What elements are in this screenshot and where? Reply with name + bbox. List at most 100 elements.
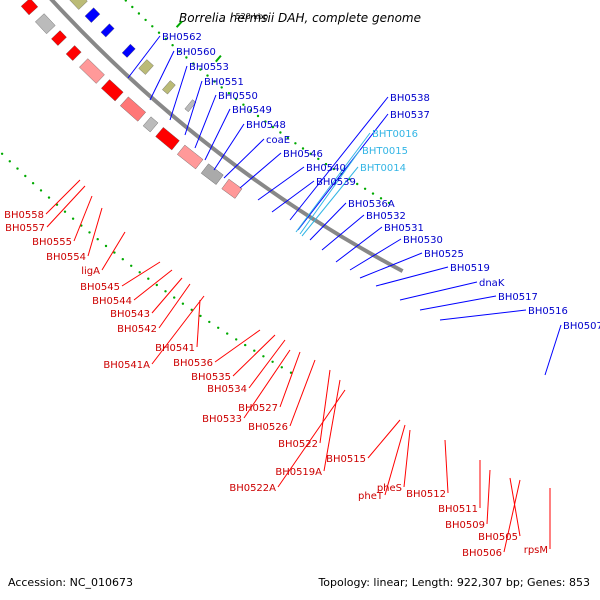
feature-label: BH0541 [155, 343, 195, 354]
inner-strand-features [69, 0, 197, 113]
gene-feature [142, 116, 159, 133]
scale-dot [213, 80, 216, 83]
scale-dot [208, 320, 211, 324]
scale-dot [0, 152, 4, 155]
feature-label: pheT [358, 491, 384, 502]
feature-label: BH0519 [450, 263, 490, 274]
scale-dot [262, 355, 265, 358]
feature-label: ligA [81, 266, 100, 277]
feature-label: BH0527 [238, 403, 278, 414]
leader-line [243, 349, 291, 419]
scale-dot [157, 31, 161, 34]
scale-dot [164, 37, 167, 41]
leader-line [375, 266, 449, 287]
scale-dot [279, 131, 282, 134]
scale-dot [253, 349, 256, 352]
feature-label: BH0536A [348, 199, 395, 210]
scale-dot [220, 86, 223, 89]
feature-label: BH0551 [204, 77, 244, 88]
scale-dot [244, 343, 247, 347]
feature-label: BH0526 [248, 422, 288, 433]
leader-line [204, 108, 231, 161]
trna-label: BHT0015 [362, 146, 408, 157]
scale-dot [332, 167, 335, 171]
scale-dot [144, 18, 147, 22]
scale-dot [371, 192, 375, 195]
scale-dot [271, 125, 275, 129]
scale-dot [164, 290, 167, 293]
accession-text: Accession: NC_010673 [8, 576, 133, 589]
scale-dot [24, 174, 27, 178]
feature-label: pheS [377, 483, 402, 494]
feature-label: BH0557 [5, 223, 45, 234]
gene-feature [101, 79, 124, 102]
leader-line [169, 65, 188, 121]
scale-dot [16, 167, 19, 170]
scale-dot [242, 103, 245, 106]
leader-line [121, 261, 161, 287]
scale-dot [356, 182, 359, 186]
gene-feature [69, 0, 88, 10]
leader-line [309, 202, 347, 241]
leader-line [367, 419, 401, 459]
scale-labels: 590 kbp580 kbp570 kbp560 kbp550 kbp540 k… [236, 12, 269, 21]
feature-label: BH0558 [4, 210, 44, 221]
feature-label: BH0546 [283, 149, 323, 160]
leader-line [289, 359, 316, 427]
leader-line [279, 351, 301, 408]
feature-label: BH0512 [406, 489, 446, 500]
feature-label: BH0539 [316, 177, 356, 188]
feature-label: BH0531 [384, 223, 424, 234]
leader-line [544, 324, 562, 376]
scale-dot [47, 196, 51, 199]
feature-label: BH0530 [403, 235, 443, 246]
scale-dot [217, 326, 220, 329]
scale-dot [190, 308, 193, 311]
genome-backbone [49, 0, 404, 273]
feature-label: BH0542 [117, 324, 157, 335]
scale-dot [71, 217, 75, 220]
leader-line [297, 113, 389, 231]
scale-dot [234, 97, 238, 101]
feature-label: BH0516 [528, 306, 568, 317]
scale-dot [235, 338, 238, 341]
feature-label: BH0548 [246, 120, 286, 131]
map-title: Borrelia hermsii DAH, complete genome [179, 11, 421, 25]
scale-dot [249, 109, 252, 112]
scale-dot [363, 187, 367, 190]
feature-label: BH0535 [191, 372, 231, 383]
scale-dot [309, 152, 312, 155]
leader-line [158, 283, 191, 329]
leader-line [194, 94, 217, 149]
leader-line [509, 477, 521, 537]
feature-label: BH0515 [326, 454, 366, 465]
leader-line [196, 299, 201, 348]
leader-line [289, 96, 389, 221]
leader-line [419, 295, 497, 311]
leader-line [384, 424, 406, 496]
feature-label: BH0519A [275, 467, 322, 478]
feature-label: BH0536 [173, 358, 213, 369]
feature-label: BH0562 [162, 32, 202, 43]
leader-line [214, 329, 261, 363]
gene-feature [176, 144, 204, 170]
scale-dot [286, 136, 290, 140]
scale-ticks [175, 20, 222, 63]
gene-feature [121, 43, 136, 58]
leader-line [403, 429, 411, 488]
leader-line [399, 281, 478, 301]
scale-dot [199, 314, 202, 318]
feature-label: BH0522A [229, 483, 276, 494]
gene-feature [79, 58, 105, 84]
leader-line [299, 149, 361, 235]
scale-dot [271, 360, 274, 363]
trna-label: BHT0014 [360, 163, 406, 174]
leader-line [101, 231, 126, 271]
gene-feature [138, 59, 154, 75]
gene-feature [35, 13, 56, 35]
scale-dot [137, 12, 141, 15]
scale-dot [294, 142, 297, 145]
scale-dot [104, 244, 108, 248]
leader-line [503, 479, 521, 553]
